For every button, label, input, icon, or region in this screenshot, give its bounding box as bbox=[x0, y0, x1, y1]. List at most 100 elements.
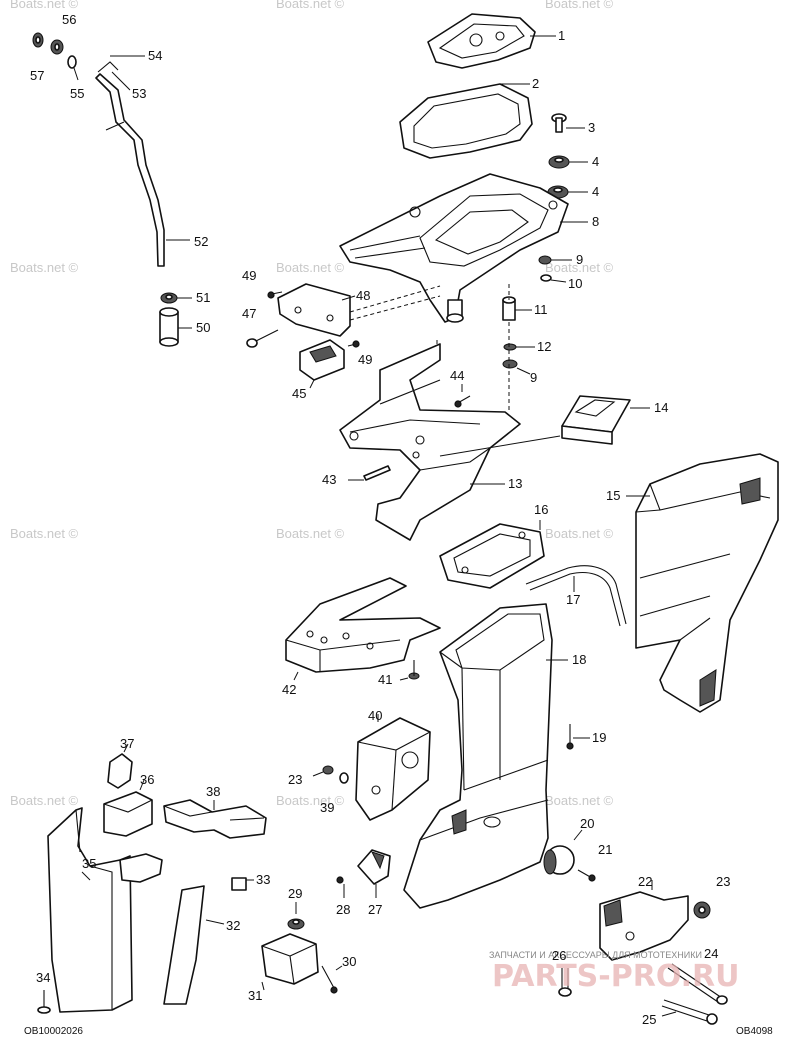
watermark-layer: Boats.net © Boats.net © Boats.net © Boat… bbox=[10, 0, 614, 808]
callout-38: 38 bbox=[206, 784, 220, 799]
part-13-bracket[interactable] bbox=[339, 340, 521, 541]
part-51-nut[interactable] bbox=[160, 292, 192, 304]
part-30-screw[interactable] bbox=[321, 965, 343, 994]
callout-19: 19 bbox=[592, 730, 606, 745]
callout-2: 2 bbox=[532, 76, 539, 91]
callout-27: 27 bbox=[368, 902, 382, 917]
callout-57: 57 bbox=[30, 68, 44, 83]
callout-4: 4 bbox=[592, 154, 599, 169]
watermark-text: Boats.net © bbox=[10, 260, 79, 275]
callout-22: 22 bbox=[638, 874, 652, 889]
part-22-plate[interactable] bbox=[599, 880, 689, 961]
part-49-screw-lower[interactable] bbox=[347, 340, 360, 348]
catalog-code-right: OB4098 bbox=[736, 1026, 773, 1037]
part-8-adapter[interactable] bbox=[339, 173, 588, 323]
callout-44: 44 bbox=[450, 368, 464, 383]
part-10-washer[interactable] bbox=[540, 274, 567, 283]
part-35-shield[interactable] bbox=[47, 807, 163, 1013]
part-32-strip[interactable] bbox=[163, 885, 225, 1005]
part-34-screw[interactable] bbox=[37, 990, 51, 1014]
part-38-bracket[interactable] bbox=[163, 799, 267, 839]
part-17-tube[interactable] bbox=[525, 565, 627, 627]
part-43-pin[interactable] bbox=[348, 465, 391, 481]
callout-31: 31 bbox=[248, 988, 262, 1003]
callout-42: 42 bbox=[282, 682, 296, 697]
callout-8: 8 bbox=[592, 214, 599, 229]
callout-13: 13 bbox=[508, 476, 522, 491]
part-44-screw[interactable] bbox=[454, 384, 471, 408]
part-2-gasket[interactable] bbox=[399, 83, 533, 159]
callout-37: 37 bbox=[120, 736, 134, 751]
callout-9: 9 bbox=[530, 370, 537, 385]
part-19-screw[interactable] bbox=[566, 724, 590, 750]
part-36-bracket[interactable] bbox=[103, 779, 153, 837]
catalog-code-left: OB10002026 bbox=[24, 1026, 83, 1037]
callout-36: 36 bbox=[140, 772, 154, 787]
part-37-clip[interactable] bbox=[107, 743, 133, 789]
part-45-mount[interactable] bbox=[299, 339, 345, 389]
part-50-sleeve[interactable] bbox=[159, 307, 192, 347]
part-53-clip[interactable] bbox=[97, 61, 131, 91]
watermark-text: Boats.net © bbox=[545, 793, 614, 808]
callout-9: 9 bbox=[576, 252, 583, 267]
part-14-pad[interactable] bbox=[561, 395, 650, 445]
part-42-bracket[interactable] bbox=[285, 577, 441, 681]
part-9-nut-lower[interactable] bbox=[502, 359, 531, 375]
part-40-bracket[interactable] bbox=[355, 714, 431, 821]
part-1-plate[interactable] bbox=[427, 13, 556, 69]
part-4-mount[interactable] bbox=[548, 155, 588, 169]
callout-16: 16 bbox=[534, 502, 548, 517]
part-26-bolt[interactable] bbox=[558, 968, 572, 997]
part-57-cap[interactable] bbox=[32, 32, 44, 48]
part-20-bushing[interactable] bbox=[543, 829, 583, 875]
callout-4: 4 bbox=[592, 184, 599, 199]
part-39-washer[interactable] bbox=[339, 772, 349, 784]
watermark-text: Boats.net © bbox=[276, 260, 345, 275]
part-16-gasket[interactable] bbox=[439, 520, 545, 589]
shop-watermark: ЗАПЧАСТИ И АКСЕССУАРЫ ДЛЯ МОТОТЕХНИКИ bbox=[489, 950, 702, 960]
part-21-screw[interactable] bbox=[577, 869, 596, 882]
part-28-screw[interactable] bbox=[336, 876, 345, 898]
part-11-spacer[interactable] bbox=[502, 284, 532, 321]
callout-layer: 1 2 3 4 4 8 9 10 11 12 9 14 13 15 16 17 … bbox=[30, 12, 730, 1027]
callout-10: 10 bbox=[568, 276, 582, 291]
part-12-washer[interactable] bbox=[503, 343, 535, 351]
callout-45: 45 bbox=[292, 386, 306, 401]
part-33-clip[interactable] bbox=[231, 877, 254, 891]
part-49-screw[interactable] bbox=[267, 291, 283, 299]
part-55-washer[interactable] bbox=[67, 55, 79, 81]
part-23-nut-right[interactable] bbox=[693, 901, 711, 919]
part-23-nut[interactable] bbox=[312, 765, 334, 777]
callout-3: 3 bbox=[588, 120, 595, 135]
part-47-bolt[interactable] bbox=[246, 329, 279, 348]
part-31-block[interactable] bbox=[261, 933, 319, 991]
callout-53: 53 bbox=[132, 86, 146, 101]
part-27-anode[interactable] bbox=[357, 849, 391, 898]
watermark-text: Boats.net © bbox=[10, 526, 79, 541]
part-41-screw[interactable] bbox=[399, 660, 420, 681]
callout-43: 43 bbox=[322, 472, 336, 487]
part-9-nut[interactable] bbox=[538, 255, 572, 265]
part-15-cover[interactable] bbox=[626, 453, 779, 713]
part-18-housing[interactable] bbox=[403, 603, 568, 909]
callout-39: 39 bbox=[320, 800, 334, 815]
callout-17: 17 bbox=[566, 592, 580, 607]
part-3-screw[interactable] bbox=[551, 113, 585, 133]
part-56-washer[interactable] bbox=[50, 39, 64, 55]
watermark-text: Boats.net © bbox=[10, 793, 79, 808]
callout-1: 1 bbox=[558, 28, 565, 43]
part-25-bolt[interactable] bbox=[661, 999, 718, 1025]
callout-23: 23 bbox=[716, 874, 730, 889]
part-52-shift-rod[interactable] bbox=[95, 73, 190, 267]
callout-26: 26 bbox=[552, 948, 566, 963]
part-29-washer[interactable] bbox=[287, 902, 305, 930]
watermark-text: Boats.net © bbox=[10, 0, 79, 11]
part-24-bolt[interactable] bbox=[667, 963, 728, 1005]
watermark-text: Boats.net © bbox=[276, 793, 345, 808]
callout-14: 14 bbox=[654, 400, 668, 415]
callout-41: 41 bbox=[378, 672, 392, 687]
callout-34: 34 bbox=[36, 970, 50, 985]
callout-33: 33 bbox=[256, 872, 270, 887]
callout-32: 32 bbox=[226, 918, 240, 933]
part-48-plate[interactable] bbox=[277, 283, 441, 337]
